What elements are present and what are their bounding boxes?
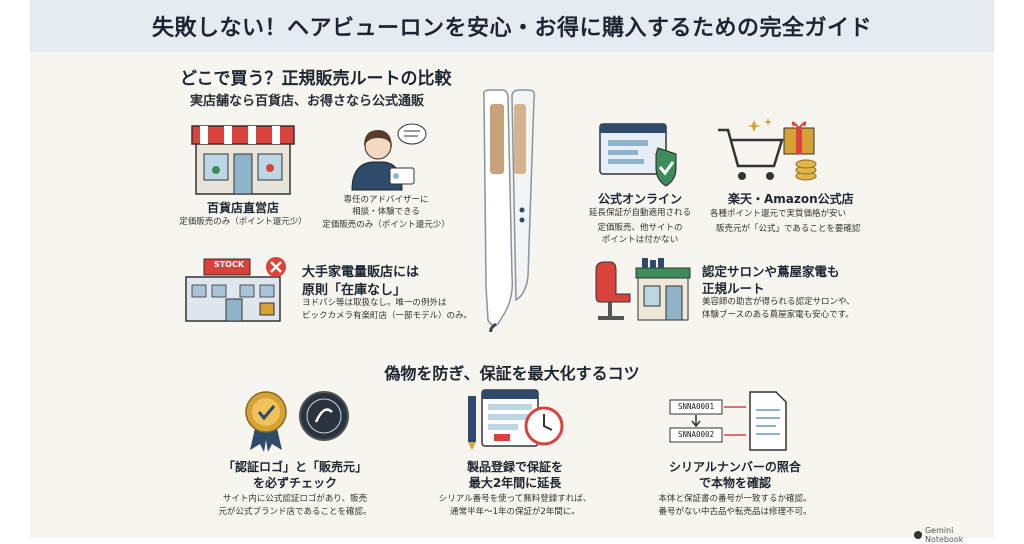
- registration-form-clock-icon: [468, 389, 564, 450]
- section2-heading: 偽物を防ぎ、保証を最大化するコツ: [384, 364, 640, 383]
- marketplace-note-1: 各種ポイント還元で実質価格が安い: [710, 209, 847, 219]
- serial-code-2: SNNA0002: [677, 430, 715, 439]
- department-store-note: 定価販売のみ（ポイント還元少）: [179, 217, 307, 227]
- certified-seal-icon: [299, 391, 349, 441]
- salon-chair-icon: [595, 258, 691, 321]
- advisor-note-3: 定価販売のみ（ポイント還元少）: [322, 220, 450, 230]
- tip-logo-title-2: を必ずチェック: [252, 476, 337, 490]
- electronics-note-2: ビックカメラ有楽町店（一部モデル）のみ。: [302, 311, 473, 321]
- tip-logo-note-2: 元が公式ブランド店であることを確認。: [218, 507, 372, 517]
- advisor-note-2: 相談・体験できる: [352, 207, 420, 217]
- official-online-icon: [599, 123, 677, 187]
- tip-register-title-2: 最大2年間に延長: [468, 476, 562, 490]
- serial-match-diagram-icon: [669, 391, 787, 451]
- salon-name-1: 認定サロンや蔦屋家電も: [702, 264, 840, 279]
- marketplace-name: 楽天・Amazon公式店: [728, 192, 854, 206]
- page-title: 失敗しない！ヘアビューロンを安心・お得に購入するための完全ガイド: [151, 16, 872, 41]
- marketplace-cart-icon: [718, 118, 817, 181]
- award-ribbon-icon: [245, 391, 287, 452]
- tip-logo-title-1: 「認証ロゴ」と「販売元」: [222, 460, 367, 474]
- brand-logo-icon: [914, 531, 922, 539]
- tip-logo-note-1: サイト内に公式認証ロゴがあり、販売: [222, 494, 368, 504]
- official-online-note-3: ポイントは付かない: [601, 235, 679, 245]
- department-store-name: 百貨店直営店: [206, 201, 279, 215]
- tip-register-note-2: 通常半年〜1年の保証が2年間に。: [450, 507, 580, 517]
- section1-subheading: 実店舗なら百貨店、お得さなら公式通販: [190, 94, 425, 109]
- title-bar: 失敗しない！ヘアビューロンを安心・お得に購入するための完全ガイド: [30, 0, 994, 52]
- infographic-frame: 失敗しない！ヘアビューロンを安心・お得に購入するための完全ガイド どこで買う？正…: [30, 0, 994, 544]
- stock-sign: STOCK: [213, 260, 245, 269]
- tip-register-note-1: シリアル番号を使って無料登録すれば、: [438, 494, 592, 504]
- department-store-icon: [191, 125, 295, 195]
- electronics-name-2: 原則「在庫なし」: [302, 283, 407, 298]
- salon-name-2: 正規ルート: [702, 281, 765, 296]
- salon-note-2: 体験ブースのある蔦屋家電も安心です。: [702, 310, 854, 320]
- official-online-note-2: 定価販売、他サイトの: [597, 223, 683, 233]
- brand-name: Gemini Notebook: [924, 526, 964, 544]
- advisor-icon: [351, 123, 427, 191]
- tip-register-title-1: 製品登録で保証を: [466, 460, 563, 474]
- tip-serial-title-1: シリアルナンバーの照合: [669, 460, 801, 474]
- tip-serial-note-1: 本体と保証書の番号が一致するか確認。: [658, 494, 812, 504]
- official-online-name: 公式オンライン: [597, 192, 682, 206]
- section1-heading: どこで買う？正規販売ルートの比較: [180, 69, 452, 89]
- advisor-note-1: 専任のアドバイザーに: [343, 195, 429, 205]
- brand-mark: Gemini Notebook: [914, 526, 994, 544]
- tip-serial-note-2: 番号がない中古品や転売品は修理不可。: [658, 507, 812, 517]
- electronics-store-icon: [185, 257, 286, 322]
- electronics-note-1: ヨドバシ等は取扱なし。唯一の例外は: [302, 298, 447, 308]
- salon-note-1: 美容師の助言が得られる認定サロンや、: [702, 297, 855, 307]
- electronics-name-1: 大手家電量販店には: [302, 265, 420, 280]
- official-online-note-1: 延長保証が自動適用される: [588, 208, 691, 218]
- tip-serial-title-2: で本物を確認: [698, 476, 771, 490]
- hair-iron-illustration: [482, 89, 536, 332]
- serial-code-1: SNNA0001: [677, 402, 715, 411]
- marketplace-note-2: 販売元が「公式」であることを要確認: [716, 224, 861, 234]
